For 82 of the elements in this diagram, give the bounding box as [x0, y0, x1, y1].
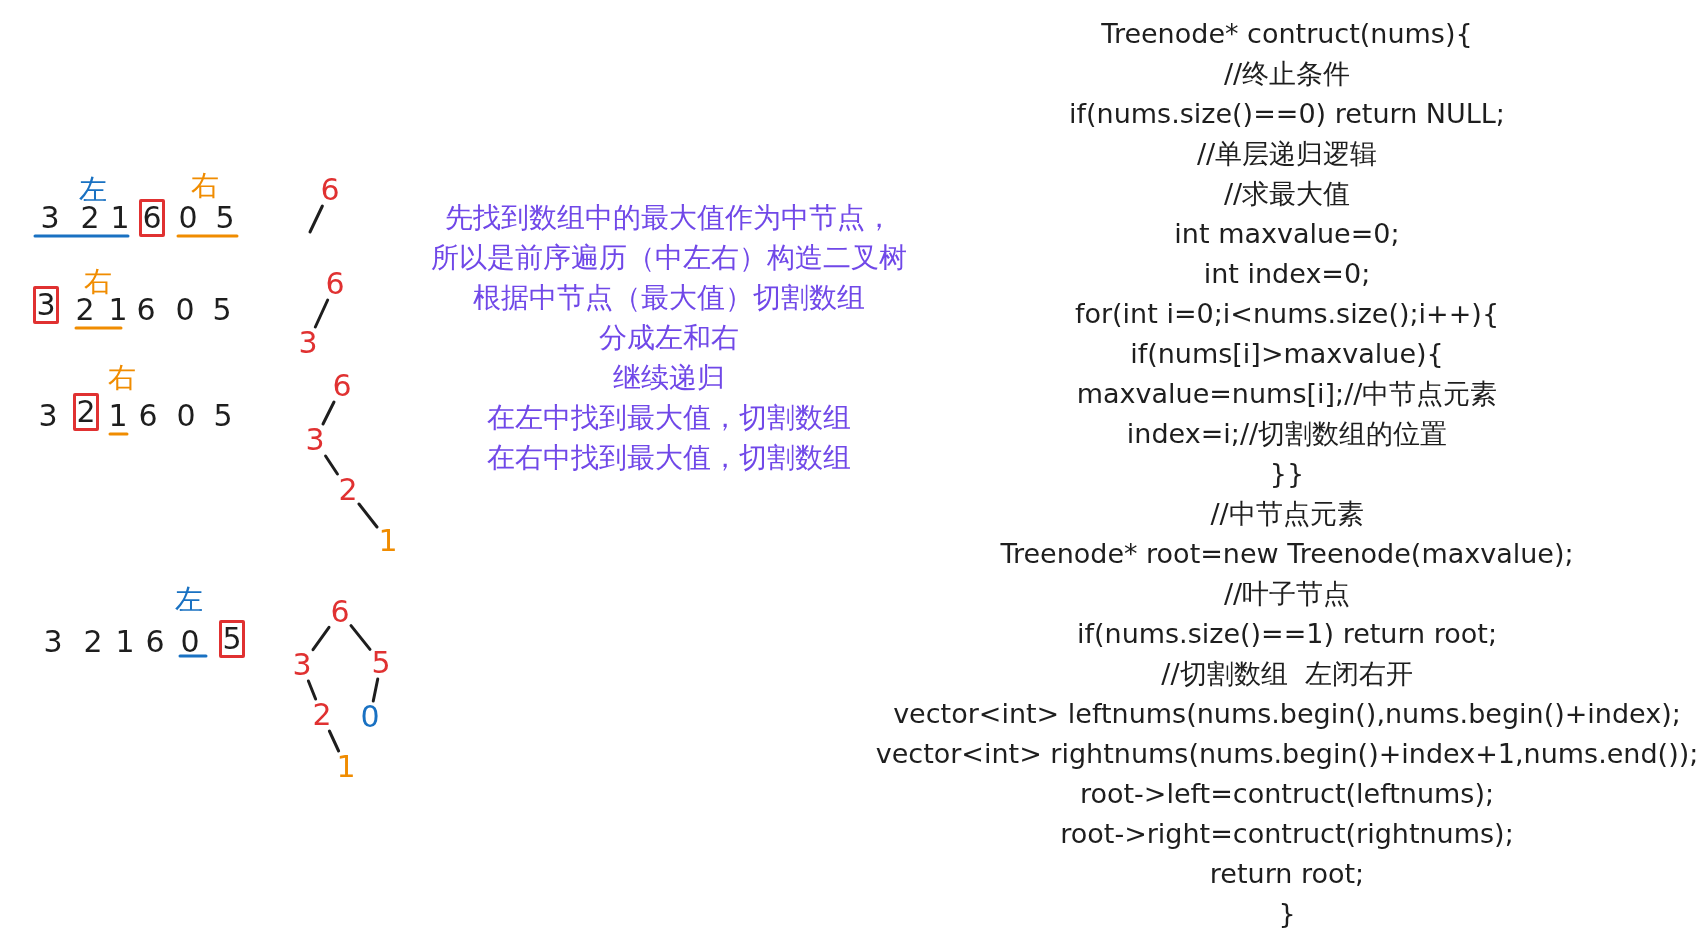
code-line: //终止条件: [1223, 59, 1351, 87]
code-line: vector<int> rightnums(nums.begin()+index+1,nums.end());: [875, 739, 1699, 767]
array-number: 6: [136, 295, 156, 325]
tree-branch-line: [349, 624, 372, 651]
code-line: //求最大值: [1223, 179, 1351, 207]
tree-branch-line: [311, 625, 331, 652]
tree-branch-line: [306, 679, 318, 701]
side-label: 右: [84, 268, 112, 296]
description-text: 先找到数组中的最大值作为中节点，: [445, 204, 893, 232]
description-text: 分成左和右: [599, 324, 739, 352]
tree-node-number: 1: [335, 751, 357, 783]
code-line: int maxvalue=0;: [1174, 219, 1400, 247]
array-number: 6: [145, 627, 165, 657]
code-line: root->left=contruct(leftnums);: [1080, 779, 1494, 807]
array-number: 1: [115, 627, 135, 657]
highlighted-number: 3: [33, 286, 59, 324]
tree-node-number: 2: [311, 699, 333, 731]
tree-node-number: 6: [319, 174, 341, 206]
tree-branch-line: [357, 502, 379, 529]
array-number: 2: [83, 627, 103, 657]
tree-node-number: 2: [337, 474, 359, 506]
tree-node-number: 5: [370, 647, 392, 679]
tree-branch-line: [308, 204, 324, 234]
array-number: 5: [212, 295, 232, 325]
array-number: 1: [108, 295, 128, 325]
description-text: 所以是前序遍历（中左右）构造二叉树: [431, 244, 907, 272]
array-number: 0: [175, 295, 195, 325]
code-line: for(int i=0;i<nums.size();i++){: [1074, 299, 1500, 327]
tree-branch-line: [371, 677, 380, 703]
highlighted-number: 6: [139, 199, 165, 237]
description-text: 在右中找到最大值，切割数组: [487, 444, 851, 472]
side-label: 左: [79, 176, 107, 204]
tree-node-number: 6: [329, 596, 351, 628]
code-line: int index=0;: [1203, 259, 1371, 287]
description-text: 继续递归: [613, 364, 725, 392]
side-label: 右: [108, 364, 136, 392]
array-number: 5: [213, 401, 233, 431]
code-line: if(nums.size()==0) return NULL;: [1069, 99, 1505, 127]
tree-branch-line: [327, 729, 341, 753]
tree-node-number: 6: [324, 268, 346, 300]
code-line: vector<int> leftnums(nums.begin(),nums.begin()+index);: [893, 699, 1681, 727]
code-line: maxvalue=nums[i];//中节点元素: [1076, 379, 1498, 407]
array-number: 1: [108, 401, 128, 431]
array-number: 1: [110, 203, 130, 233]
tree-node-number: 3: [297, 327, 319, 359]
array-number: 0: [178, 203, 198, 233]
side-label: 左: [175, 586, 203, 614]
tree-node-number: 0: [359, 701, 381, 733]
array-number: 6: [138, 401, 158, 431]
array-number: 5: [215, 203, 235, 233]
tree-node-number: 1: [377, 525, 399, 557]
code-line: }}: [1269, 459, 1305, 487]
code-line: //叶子节点: [1223, 579, 1351, 607]
tree-branch-line: [313, 298, 330, 329]
code-line: if(nums.size()==1) return root;: [1077, 619, 1497, 647]
array-number: 0: [180, 627, 200, 657]
code-line: //中节点元素: [1210, 499, 1364, 527]
array-number: 3: [38, 401, 58, 431]
description-text: 根据中节点（最大值）切割数组: [473, 284, 865, 312]
highlighted-number: 5: [219, 620, 245, 658]
tree-node-number: 3: [304, 424, 326, 456]
code-line: }: [1278, 899, 1296, 927]
highlighted-number: 2: [73, 393, 99, 431]
array-number: 3: [43, 627, 63, 657]
code-line: return root;: [1209, 859, 1365, 887]
array-number: 0: [176, 401, 196, 431]
tree-branch-line: [324, 454, 339, 476]
code-line: if(nums[i]>maxvalue){: [1130, 339, 1444, 367]
code-line: //单层递归逻辑: [1196, 139, 1378, 167]
tree-node-number: 3: [291, 649, 313, 681]
code-line: root->right=contruct(rightnums);: [1060, 819, 1514, 847]
code-line: Treenode* root=new Treenode(maxvalue);: [1000, 539, 1574, 567]
code-line: index=i;//切割数组的位置: [1126, 419, 1448, 447]
array-number: 2: [75, 295, 95, 325]
description-text: 在左中找到最大值，切割数组: [487, 404, 851, 432]
array-number: 3: [40, 203, 60, 233]
side-label: 右: [191, 172, 219, 200]
array-number: 2: [80, 203, 100, 233]
code-line: Treenode* contruct(nums){: [1101, 19, 1473, 47]
code-line: //切割数组 左闭右开: [1161, 659, 1413, 687]
tree-node-number: 6: [331, 370, 353, 402]
tree-branch-line: [321, 400, 336, 426]
